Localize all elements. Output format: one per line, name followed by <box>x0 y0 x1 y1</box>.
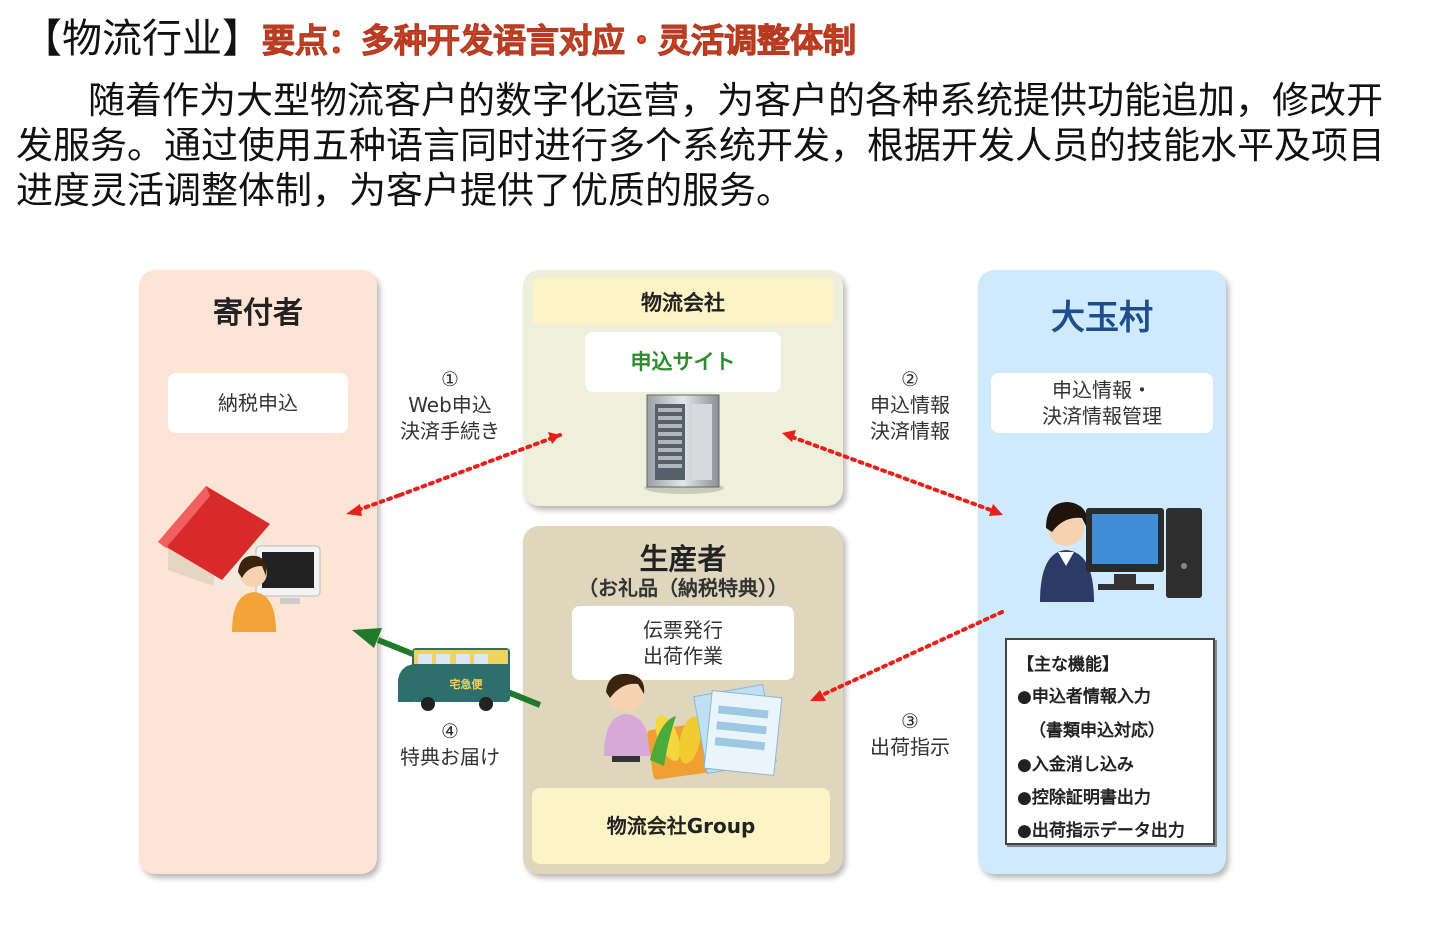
donor-title: 寄付者 <box>213 296 303 331</box>
producer-panel: 生産者 （お礼品（納税特典）） 伝票発行 出荷作業 物流会社Group <box>523 526 843 874</box>
payment-info-label: 決済情報管理 <box>1042 404 1162 428</box>
step3-line1: 出荷指示 <box>870 735 950 759</box>
village-title: 大玉村 <box>1051 298 1153 338</box>
tax-application-label: 納税申込 <box>218 391 298 415</box>
step1-line2: 決済手続き <box>400 419 500 443</box>
step4-line1: 特典お届け <box>400 745 500 769</box>
staff-person-icon <box>1040 502 1094 602</box>
logistics-header-band <box>533 278 833 324</box>
logistics-group-label: 物流会社Group <box>606 814 756 838</box>
tax-application-box: 納税申込 <box>168 373 348 433</box>
main-functions-box: 【主な機能】 ●申込者情報入力 （書類申込対応） ●入金消し込み ●控除証明書出… <box>1005 638 1215 845</box>
intro-line-3: 进度灵活调整体制，为客户提供了优质的服务。 <box>16 169 793 212</box>
producer-title: 生産者 <box>639 542 727 576</box>
house-icon <box>158 486 270 588</box>
documents-icon <box>693 683 783 776</box>
info-management-box: 申込情報・ 決済情報管理 <box>991 373 1213 433</box>
flow-label-step4: ④ 特典お届け <box>390 718 510 770</box>
step2-line1: 申込情報 <box>870 393 950 417</box>
arrow-step2 <box>782 430 1003 516</box>
function-item: ●申込者情報入力 <box>1017 687 1151 707</box>
application-info-label: 申込情報・ <box>1052 378 1152 402</box>
donor-person-icon <box>232 555 276 632</box>
function-item: ●入金消し込み <box>1017 755 1134 775</box>
step1-number: ① <box>441 367 459 391</box>
logistics-group-box: 物流会社Group <box>532 788 830 864</box>
server-icon <box>644 394 724 494</box>
arrow-step3 <box>810 610 1004 701</box>
flow-label-step1: ① Web申込 決済手続き <box>388 366 512 444</box>
intro-paragraph: 随着作为大型物流客户的数字化运营，为客户的各种系统提供功能追加，修改开 发服务。… <box>16 78 1416 213</box>
functions-title: 【主な機能】 <box>1017 655 1119 675</box>
logistics-title: 物流会社 <box>641 291 725 315</box>
arrow-step1 <box>346 432 562 516</box>
truck-sign: 宅急便 <box>450 677 484 691</box>
step2-line2: 決済情報 <box>870 419 950 443</box>
application-site-box: 申込サイト <box>585 332 781 392</box>
desktop-computer-icon <box>1086 508 1202 598</box>
shipping-work-label: 出荷作業 <box>643 644 723 668</box>
producer-subtitle: （お礼品（納税特典）） <box>578 576 788 600</box>
intro-line-1: 随着作为大型物流客户的数字化运营，为客户的各种系统提供功能追加，修改开 <box>88 79 1383 122</box>
page-title-row: 【物流行业】要点：多种开发语言对应・灵活调整体制 <box>22 6 857 64</box>
step2-number: ② <box>901 367 919 391</box>
corn-gift-icon <box>647 715 715 780</box>
step3-number: ③ <box>901 709 919 733</box>
function-item: ●出荷指示データ出力 <box>1017 821 1185 841</box>
flow-label-step2: ② 申込情報 決済情報 <box>858 366 962 444</box>
page-title: 【物流行业】 <box>22 16 262 62</box>
function-item: ●控除証明書出力 <box>1017 788 1151 808</box>
flow-label-step3: ③ 出荷指示 <box>858 708 962 760</box>
producer-person-icon <box>604 673 650 762</box>
slip-shipping-box: 伝票発行 出荷作業 <box>572 606 794 680</box>
intro-line-2: 发服务。通过使用五种语言同时进行多个系统开发，根据开发人员的技能水平及项目 <box>16 124 1385 167</box>
step4-number: ④ <box>441 719 459 743</box>
delivery-truck-icon: 宅急便 <box>398 648 510 711</box>
slip-issue-label: 伝票発行 <box>643 618 723 642</box>
application-site-label: 申込サイト <box>630 350 736 374</box>
step1-line1: Web申込 <box>408 393 492 417</box>
page-subtitle: 要点：多种开发语言对应・灵活调整体制 <box>262 21 857 61</box>
function-item: （書類申込対応） <box>1029 721 1165 741</box>
